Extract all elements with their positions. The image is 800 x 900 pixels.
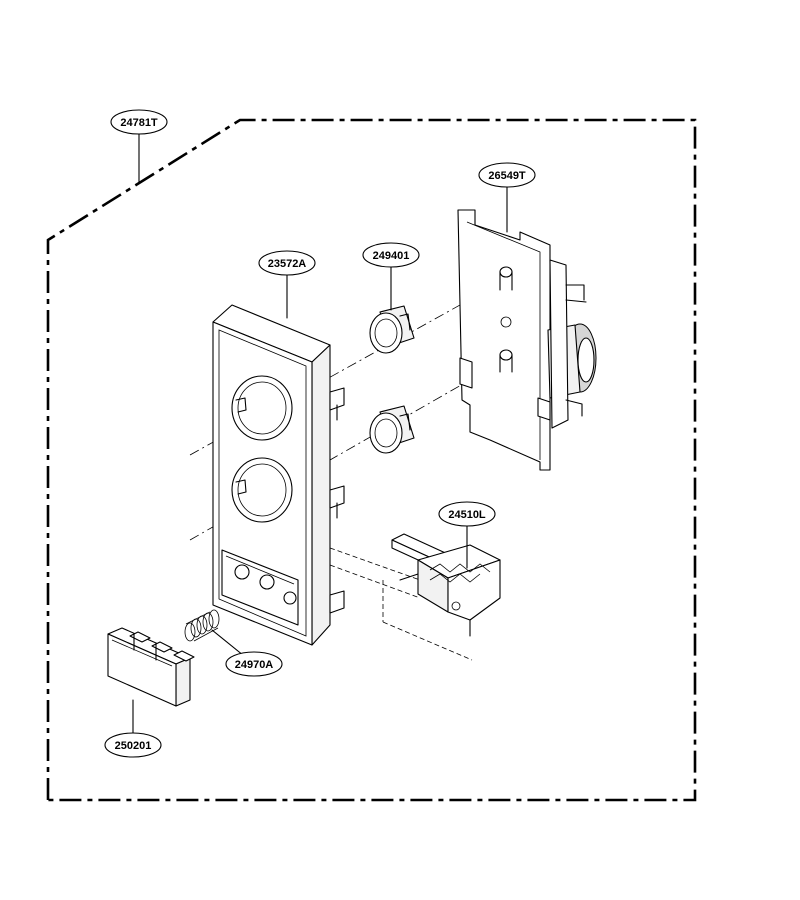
svg-text:26549T: 26549T [488, 170, 526, 182]
svg-text:24781T: 24781T [120, 117, 158, 129]
latch-lever-part [391, 533, 501, 637]
knob-lower [369, 405, 415, 454]
svg-text:23572A: 23572A [268, 258, 307, 270]
callout-assembly: 24781T [110, 109, 168, 135]
svg-text:249401: 249401 [373, 250, 410, 262]
assembly-boundary [46, 118, 697, 802]
knob-upper [369, 305, 415, 354]
svg-text:250201: 250201 [115, 740, 152, 752]
push-button-part [107, 627, 195, 707]
callout-knob: 249401 [362, 242, 420, 268]
callout-spring: 24970A [225, 651, 283, 677]
spring-part [184, 609, 220, 642]
callout-timer-switch: 26549T [478, 162, 536, 188]
timer-switch-part [457, 209, 597, 471]
callout-push-button: 250201 [104, 732, 162, 758]
callout-latch-lever: 24510L [438, 501, 496, 527]
callout-control-panel: 23572A [258, 250, 316, 276]
control-panel-part [212, 304, 345, 646]
svg-text:24970A: 24970A [235, 659, 274, 671]
svg-text:24510L: 24510L [448, 509, 486, 521]
